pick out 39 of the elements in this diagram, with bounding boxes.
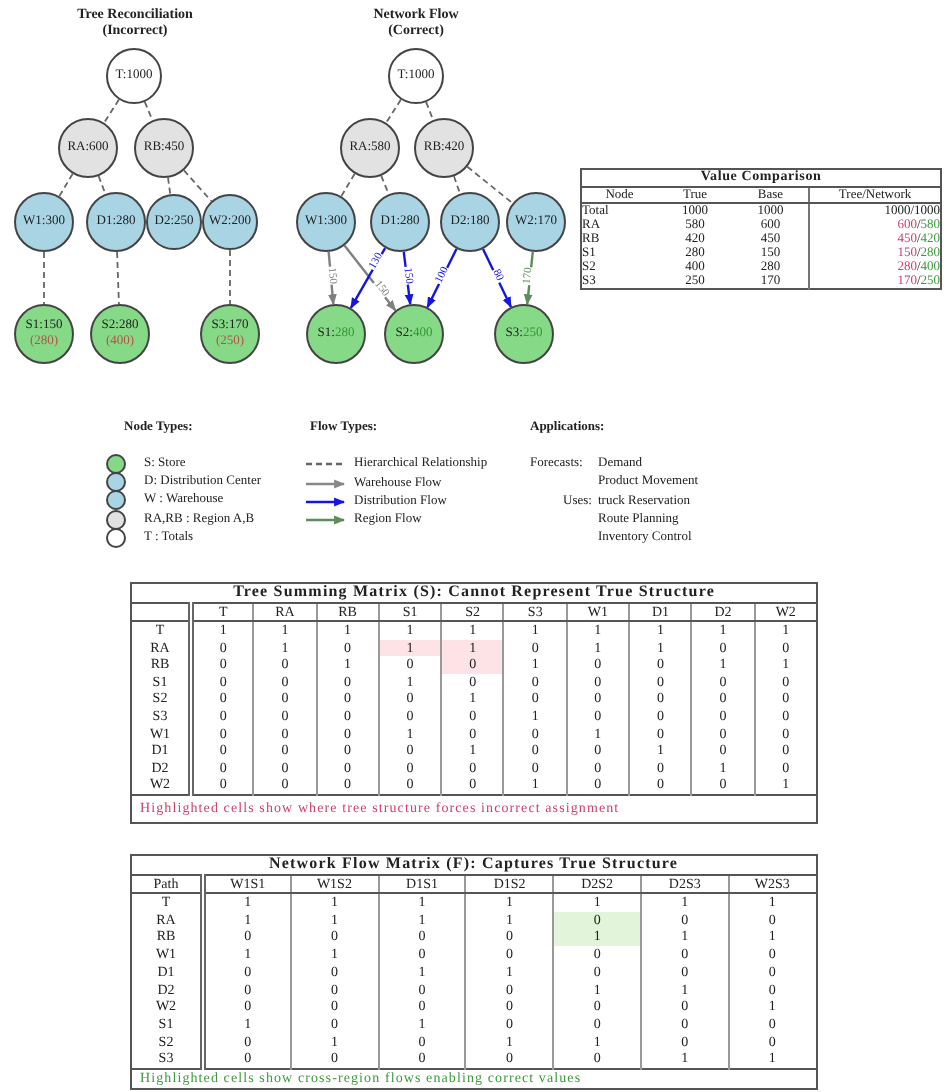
connector-line: [380, 174, 390, 196]
facility-node: [296, 192, 356, 252]
connector-line: [466, 165, 514, 205]
connector-line: [116, 251, 120, 305]
flow-arrow: [426, 248, 458, 309]
facility-node: [14, 192, 74, 252]
facility-node: [440, 192, 500, 252]
facility-node: [86, 192, 146, 252]
facility-node: [146, 194, 202, 250]
store-node: [306, 304, 366, 364]
store-node: [200, 304, 260, 364]
store-node: [90, 304, 150, 364]
region-node: [340, 118, 400, 178]
connector-line: [453, 175, 461, 195]
facility-node: [202, 194, 258, 250]
connector-line: [143, 100, 154, 122]
connector-line: [103, 98, 120, 124]
connector-line: [229, 249, 231, 305]
connector-line: [97, 175, 107, 195]
flow-arrow: [481, 248, 513, 308]
region-node: [414, 118, 474, 178]
connector-line: [58, 172, 74, 198]
table-title: Network Flow Matrix (F): Captures True Structure: [131, 855, 817, 874]
connector-line: [183, 169, 213, 202]
store-node: [494, 304, 554, 364]
store-node: [384, 304, 444, 364]
facility-node: [506, 192, 566, 252]
connector-line: [340, 172, 356, 198]
facility-node: [370, 192, 430, 252]
store-node: [14, 304, 74, 364]
total-node: [106, 48, 162, 104]
connector-line: [425, 101, 435, 121]
total-node: [388, 48, 444, 104]
connector-line: [43, 251, 45, 305]
connector-line: [167, 176, 172, 196]
connector-line: [385, 98, 402, 124]
region-node: [134, 118, 194, 178]
region-node: [58, 118, 118, 178]
table-title: Tree Summing Matrix (S): Cannot Represent True Structure: [131, 583, 818, 602]
